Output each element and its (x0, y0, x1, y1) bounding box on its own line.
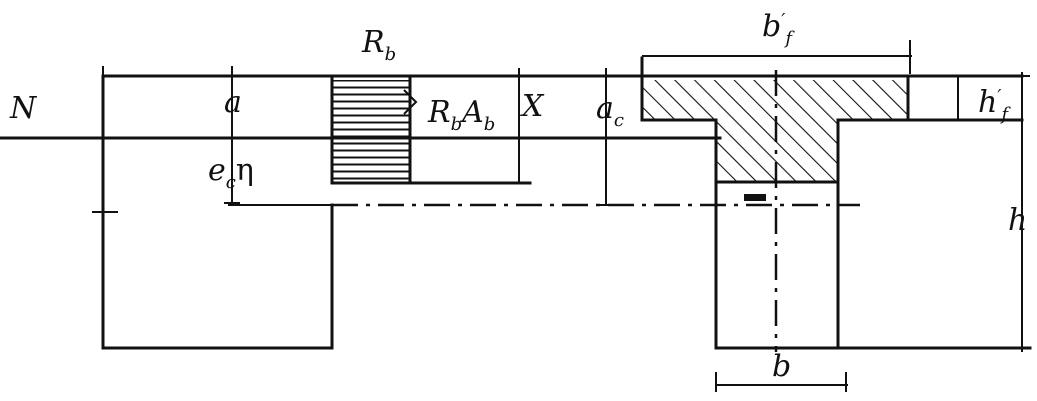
label-h: h (1008, 203, 1027, 238)
label-bf-sub: f (783, 28, 795, 49)
compressed-zone-hatch (332, 80, 410, 183)
reinforcement-mark (744, 194, 766, 201)
label-n: N (9, 91, 38, 126)
label-rbab-r: R (427, 95, 451, 130)
t-section (640, 40, 1032, 392)
label-a: a (224, 85, 242, 120)
stress-diagram (0, 66, 860, 350)
label-hf-main: h (978, 85, 997, 120)
label-ec-sub: c (226, 172, 236, 193)
label-ac-sub: c (614, 110, 624, 131)
label-hf: h′f (978, 85, 1011, 125)
resultant-arrow (403, 89, 418, 115)
label-eta: η (236, 153, 254, 188)
label-rbab: RbAb (427, 95, 495, 135)
label-hf-prime: ′ (997, 86, 1001, 107)
label-ac-main: a (596, 91, 614, 126)
label-b: b (772, 349, 791, 384)
label-ec-main: e (208, 153, 226, 188)
label-rb: Rb (361, 25, 396, 65)
label-ec-eta: ecη (208, 153, 254, 193)
flange-left (640, 56, 718, 122)
label-rbab-rsub: b (451, 114, 463, 135)
label-ac: ac (596, 91, 624, 131)
label-bf-prime: ′ (781, 10, 785, 31)
label-x: X (520, 89, 545, 124)
label-rb-main: R (361, 25, 385, 60)
label-hf-sub: f (999, 104, 1011, 125)
label-rbab-asub: b (484, 114, 496, 135)
label-rbab-a: A (459, 95, 484, 130)
label-bf-main: b (762, 9, 781, 44)
label-bf: b′f (762, 9, 795, 49)
label-rb-sub: b (385, 44, 397, 65)
